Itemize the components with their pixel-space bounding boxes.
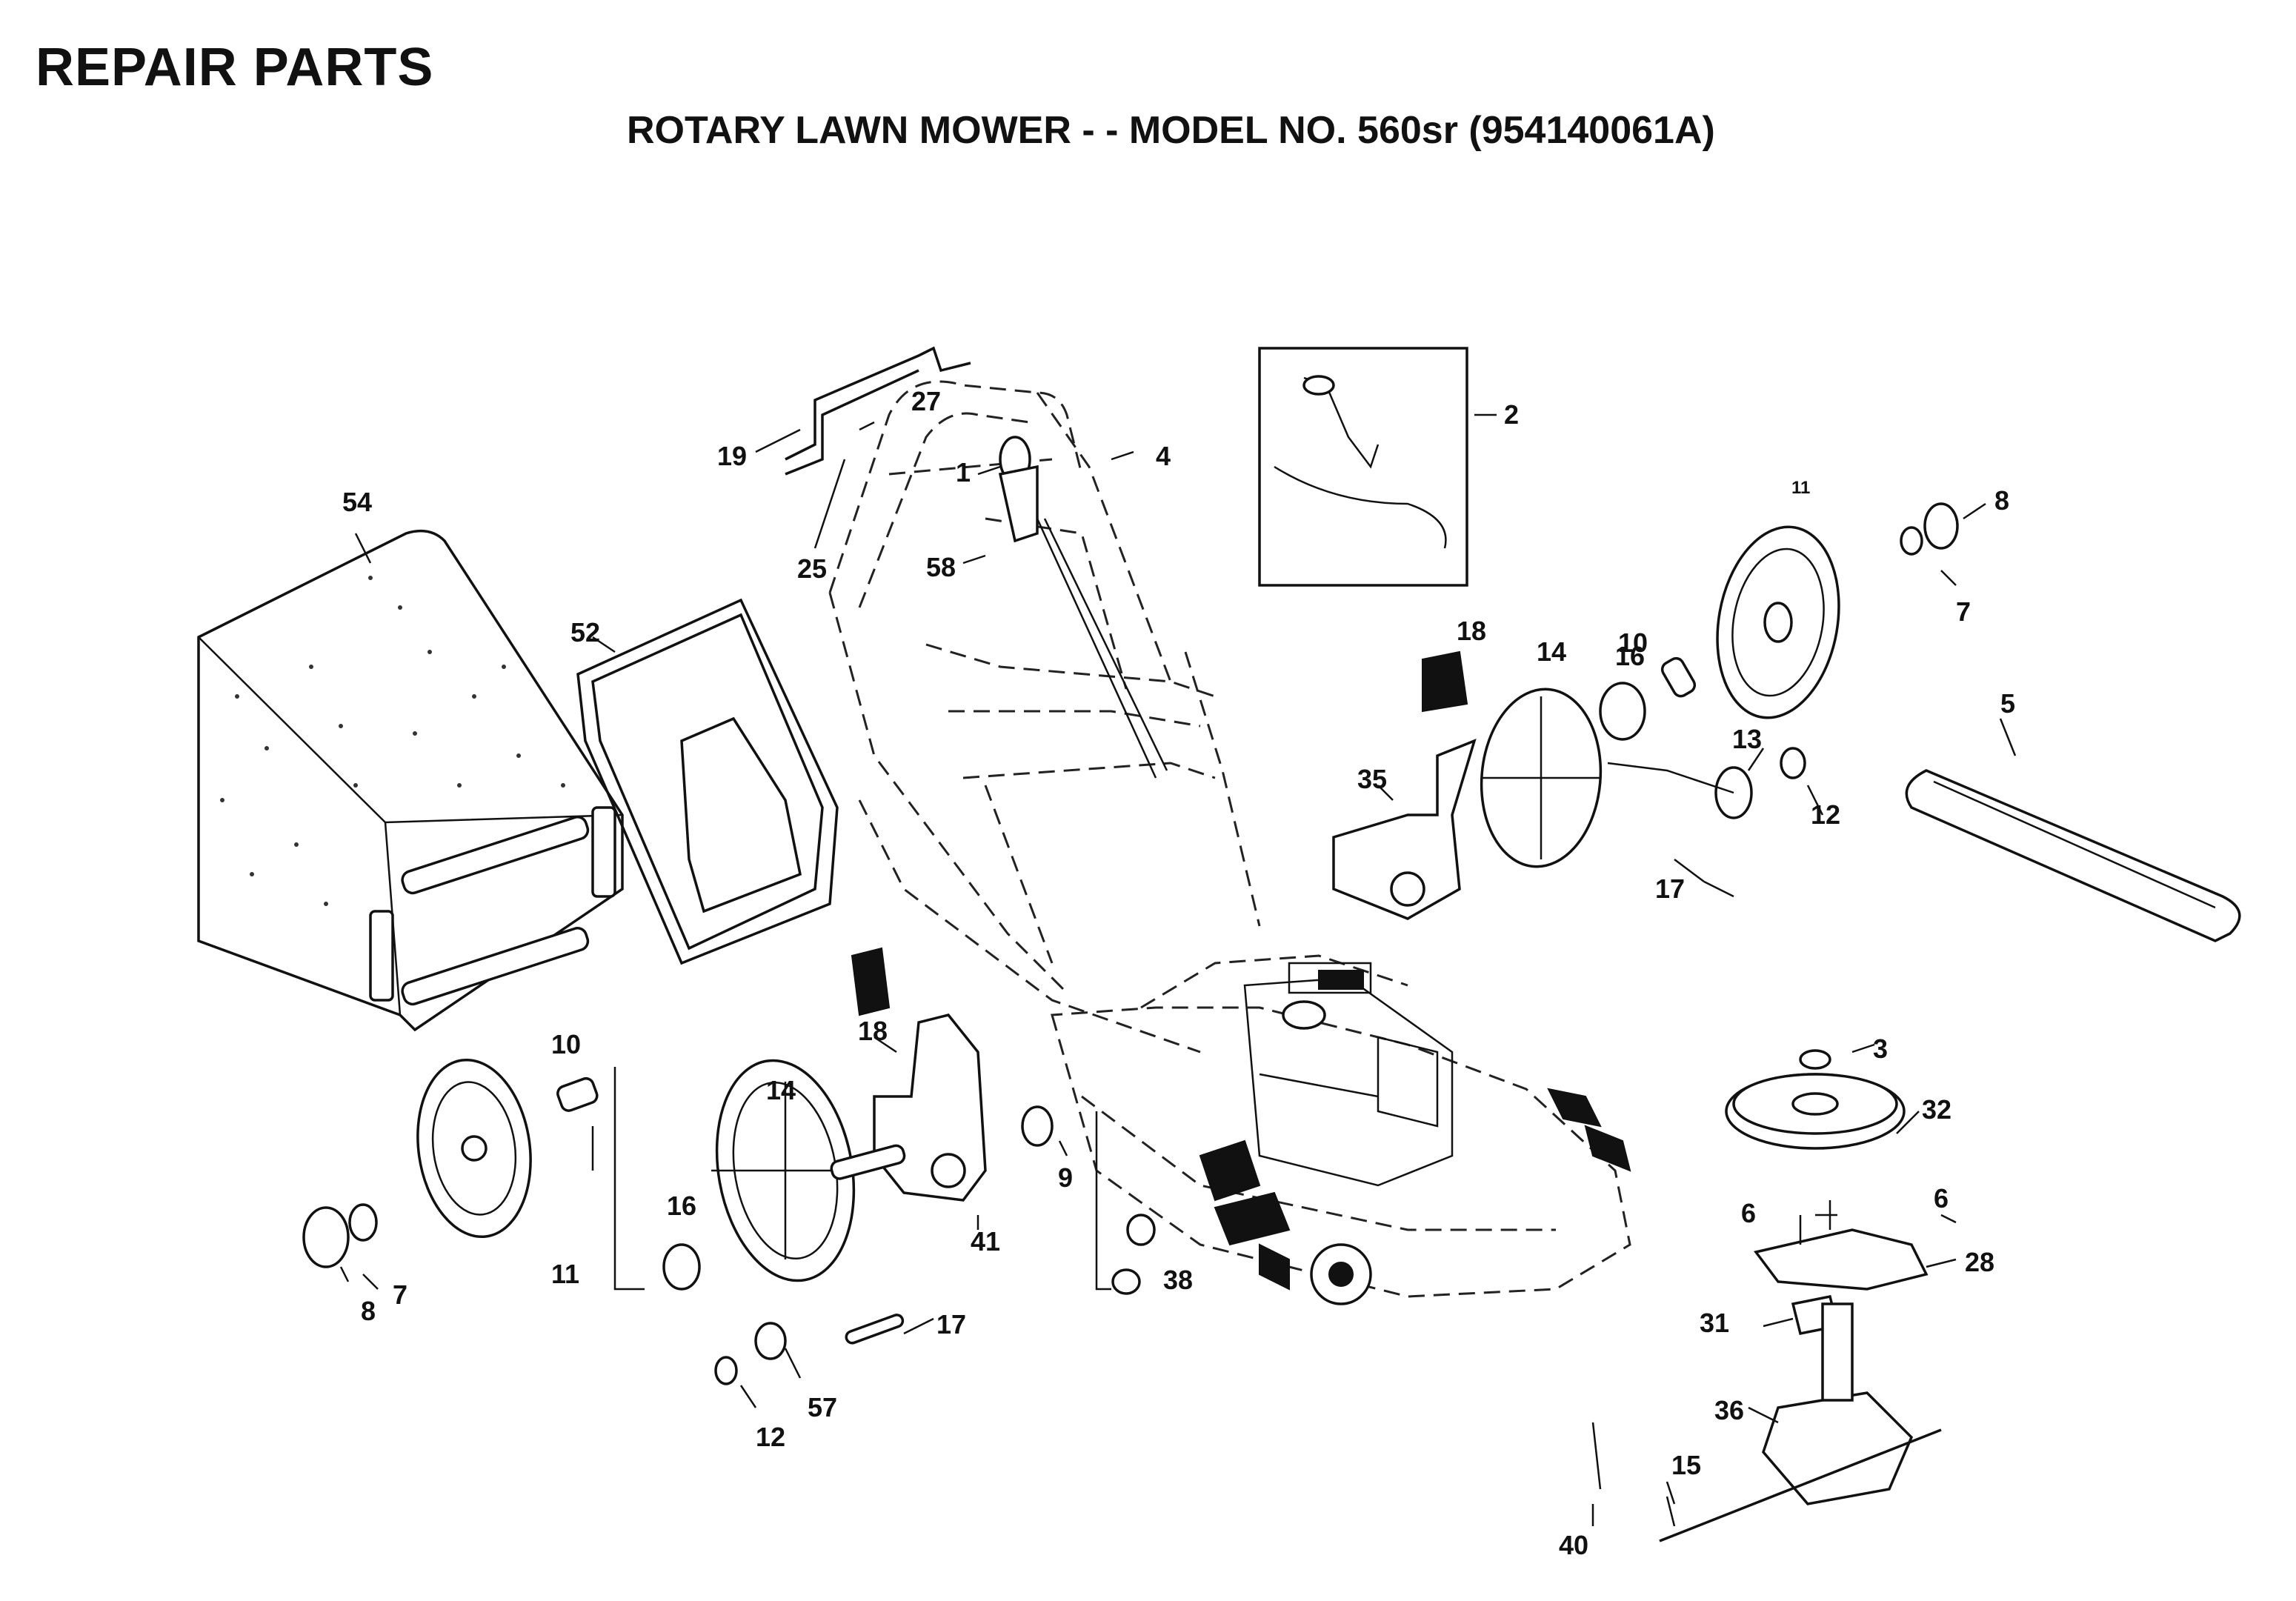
- callout-54: 54: [342, 487, 372, 517]
- callout-8b: 8: [361, 1296, 376, 1326]
- callout-13: 13: [1732, 724, 1762, 754]
- callout-25: 25: [797, 553, 827, 584]
- bail-handle: [785, 346, 971, 476]
- callout-10b: 10: [551, 1029, 581, 1059]
- engine: [1243, 962, 1454, 1187]
- callout-27: 27: [911, 386, 941, 416]
- callout-28: 28: [1965, 1247, 1994, 1277]
- callout-7a: 7: [1956, 596, 1971, 627]
- callout-labels: 1 2 3 4 5 6 6 7 7 8 8 9 10 10 11 11 12 1…: [342, 386, 2015, 1560]
- callout-1: 1: [956, 457, 971, 487]
- callout-17b: 17: [936, 1309, 966, 1339]
- leader-lines: [339, 413, 2017, 1526]
- callout-18b: 18: [858, 1016, 888, 1046]
- callout-41: 41: [971, 1226, 1000, 1256]
- callout-11b: 11: [551, 1259, 579, 1289]
- callout-12b: 12: [756, 1422, 785, 1452]
- callout-4: 4: [1156, 441, 1171, 471]
- callout-58: 58: [926, 552, 956, 582]
- callout-38: 38: [1163, 1265, 1193, 1295]
- callout-14b: 14: [766, 1075, 796, 1105]
- callout-5: 5: [2000, 688, 2015, 719]
- callout-7b: 7: [393, 1279, 407, 1310]
- callout-9: 9: [1058, 1162, 1073, 1193]
- callout-6b: 6: [1934, 1183, 1949, 1214]
- deck-vents: [1199, 1088, 1631, 1305]
- callout-10a: 10: [1618, 628, 1648, 658]
- callout-18a: 18: [1457, 616, 1486, 646]
- callout-16a: 16: [1615, 641, 1645, 671]
- callout-15: 15: [1671, 1450, 1701, 1480]
- transmission-assembly: [1591, 1049, 1942, 1542]
- mower-handle-assembly: [828, 380, 1261, 1054]
- callout-57: 57: [808, 1392, 837, 1422]
- callout-6a: 6: [1741, 1198, 1756, 1228]
- grass-catcher-frame: [576, 598, 839, 965]
- callout-3: 3: [1873, 1034, 1888, 1064]
- cable-inset-box: [1258, 347, 1468, 587]
- rear-wheel-left: [302, 1058, 599, 1268]
- callout-19: 19: [717, 441, 747, 471]
- height-adjuster-left: [830, 947, 1156, 1295]
- page-subtitle: ROTARY LAWN MOWER - - MODEL NO. 560sr (9…: [627, 109, 1715, 152]
- drive-belt: [1905, 769, 2241, 942]
- control-lever-1: [998, 436, 1168, 779]
- callout-32: 32: [1922, 1094, 1951, 1125]
- callout-31: 31: [1700, 1308, 1729, 1338]
- grass-catcher-bag: [197, 529, 624, 1032]
- callout-14a: 14: [1537, 636, 1566, 667]
- callout-11a: 11: [1791, 478, 1810, 498]
- callout-2: 2: [1504, 399, 1519, 430]
- callout-12a: 12: [1811, 799, 1840, 830]
- wheel-right-hub-parts: [1480, 502, 1959, 898]
- height-adjuster-right: [1332, 650, 1477, 920]
- callout-35: 35: [1357, 764, 1387, 794]
- callout-16b: 16: [667, 1191, 696, 1221]
- callout-17a: 17: [1655, 873, 1685, 904]
- callout-40: 40: [1559, 1530, 1588, 1560]
- rear-wheel-right: [1716, 525, 1840, 719]
- callout-36: 36: [1714, 1395, 1744, 1425]
- callout-52: 52: [570, 617, 600, 648]
- front-wheel-left: [662, 1059, 905, 1385]
- page-title: REPAIR PARTS: [36, 38, 434, 97]
- callout-8a: 8: [1994, 485, 2009, 516]
